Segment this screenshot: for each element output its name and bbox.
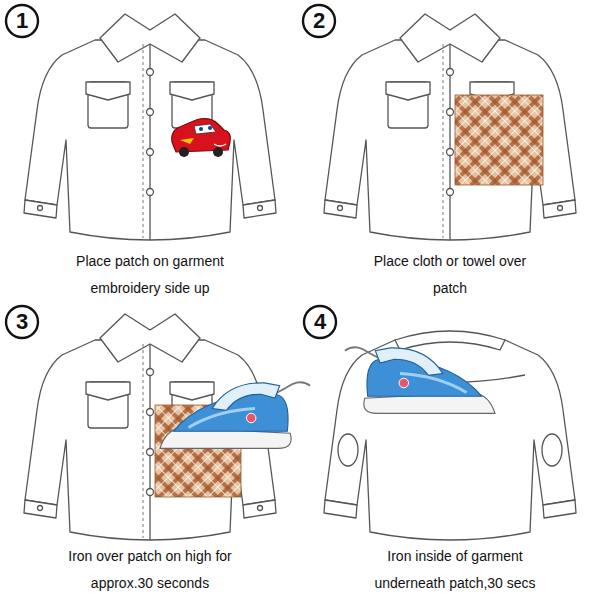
step-number: 3 bbox=[4, 304, 40, 335]
step-circle: 4 bbox=[302, 304, 338, 340]
step-number: 2 bbox=[301, 3, 337, 34]
step-caption: Place patch on garment embroidery side u… bbox=[60, 248, 240, 302]
step-circle: 3 bbox=[4, 304, 40, 340]
step-number: 1 bbox=[4, 3, 40, 34]
step-caption: Iron over patch on high for approx.30 se… bbox=[65, 543, 235, 597]
step-circle: 2 bbox=[301, 3, 337, 39]
step-circle: 1 bbox=[4, 3, 40, 39]
step-caption: Place cloth or towel over patch bbox=[373, 248, 528, 302]
step-number: 4 bbox=[302, 304, 338, 335]
step-caption: Iron inside of garment underneath patch,… bbox=[363, 543, 548, 597]
